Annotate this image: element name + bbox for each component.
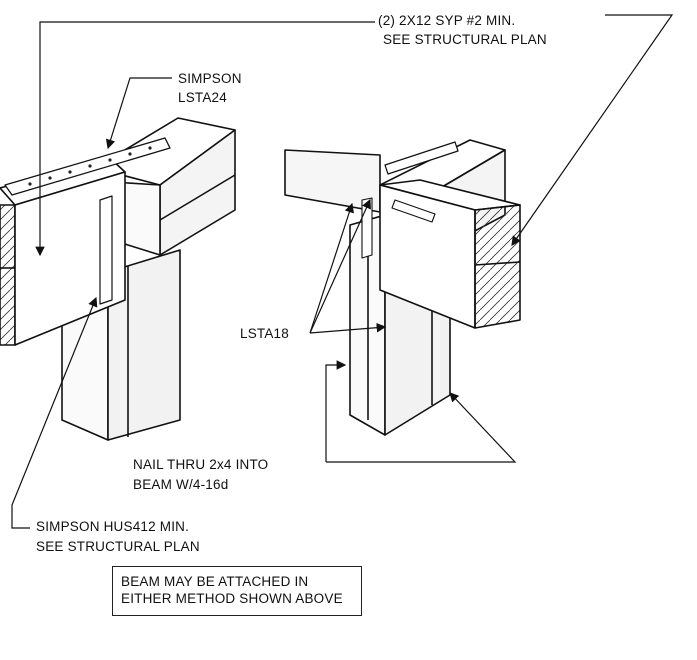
hus412-label-line2: SEE STRUCTURAL PLAN xyxy=(36,539,200,554)
attachment-note-box: BEAM MAY BE ATTACHED IN EITHER METHOD SH… xyxy=(112,566,362,616)
joists-label-line2: SEE STRUCTURAL PLAN xyxy=(383,32,547,47)
nail-label-line1: NAIL THRU 2x4 INTO xyxy=(133,457,269,472)
lsta18-label: LSTA18 xyxy=(240,326,289,341)
left-hus412-hanger xyxy=(99,195,113,305)
nail-label-line2: BEAM W/4-16d xyxy=(133,477,229,492)
right-long-beam xyxy=(284,149,521,329)
lsta24-label-line1: SIMPSON xyxy=(178,71,242,86)
note-line1: BEAM MAY BE ATTACHED IN xyxy=(121,574,309,589)
left-lsta24-strap xyxy=(4,137,171,196)
lsta24-label-line2: LSTA24 xyxy=(178,90,227,105)
hus412-label-line1: SIMPSON HUS412 MIN. xyxy=(36,519,190,534)
right-lsta18-straps xyxy=(361,141,459,259)
note-line2: EITHER METHOD SHOWN ABOVE xyxy=(121,591,343,606)
joists-label-line1: (2) 2X12 SYP #2 MIN. xyxy=(378,13,516,28)
left-cross-beam xyxy=(94,117,236,256)
